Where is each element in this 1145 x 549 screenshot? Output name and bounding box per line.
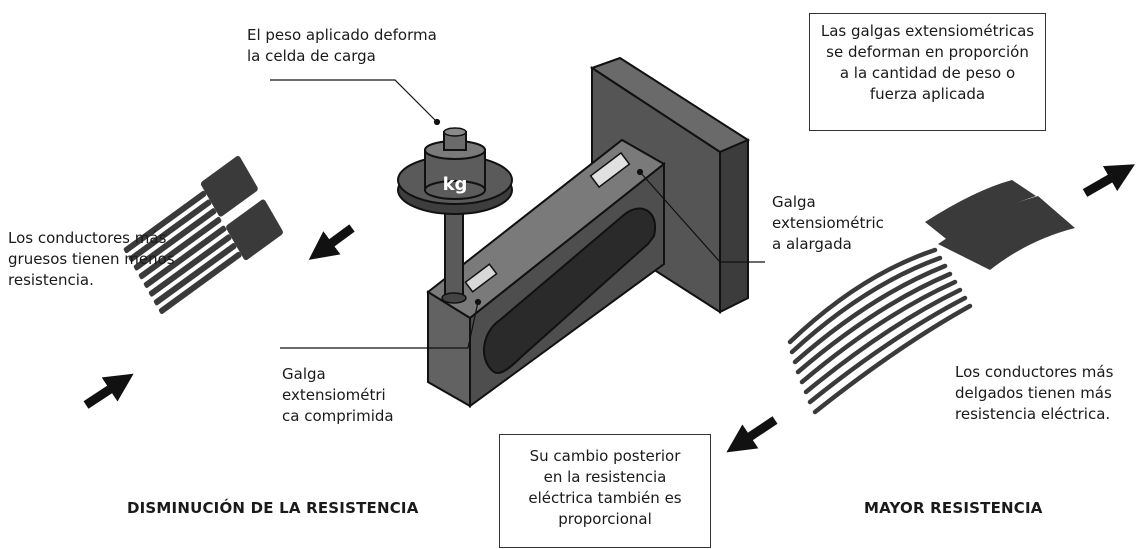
arrow-right-bottom <box>726 416 778 453</box>
bottom-center-info-box: Su cambio posterior en la resistencia el… <box>499 434 711 548</box>
arrow-right-top <box>1082 164 1135 197</box>
right-title: MAYOR RESISTENCIA <box>864 499 1043 517</box>
kg-weight: kg <box>397 127 513 304</box>
left-strain-gauge <box>123 155 283 315</box>
compressed-gauge-patch <box>464 263 498 293</box>
leader-lines <box>270 79 765 349</box>
weight-unit-label: kg <box>443 174 468 195</box>
compressed-gauge-label: Galga extensiométri ca comprimida <box>282 365 394 425</box>
left-title: DISMINUCIÓN DE LA RESISTENCIA <box>127 499 419 517</box>
elongated-gauge-label: Galga extensiométric a alargada <box>772 193 884 253</box>
arrow-left-bottom <box>83 373 134 409</box>
right-description: Los conductores más delgados tienen más … <box>955 363 1114 423</box>
top-callout: El peso aplicado deforma la celda de car… <box>247 26 437 65</box>
elongated-gauge-patch <box>589 151 631 189</box>
load-cell-bar <box>426 138 666 408</box>
left-description: Los conductores más gruesos tienen menos… <box>8 229 175 289</box>
force-arrows <box>83 164 1135 453</box>
arrow-left-top <box>308 224 355 260</box>
right-strain-gauge <box>787 180 1075 415</box>
top-right-info-box: Las galgas extensiométricas se deforman … <box>809 13 1046 131</box>
